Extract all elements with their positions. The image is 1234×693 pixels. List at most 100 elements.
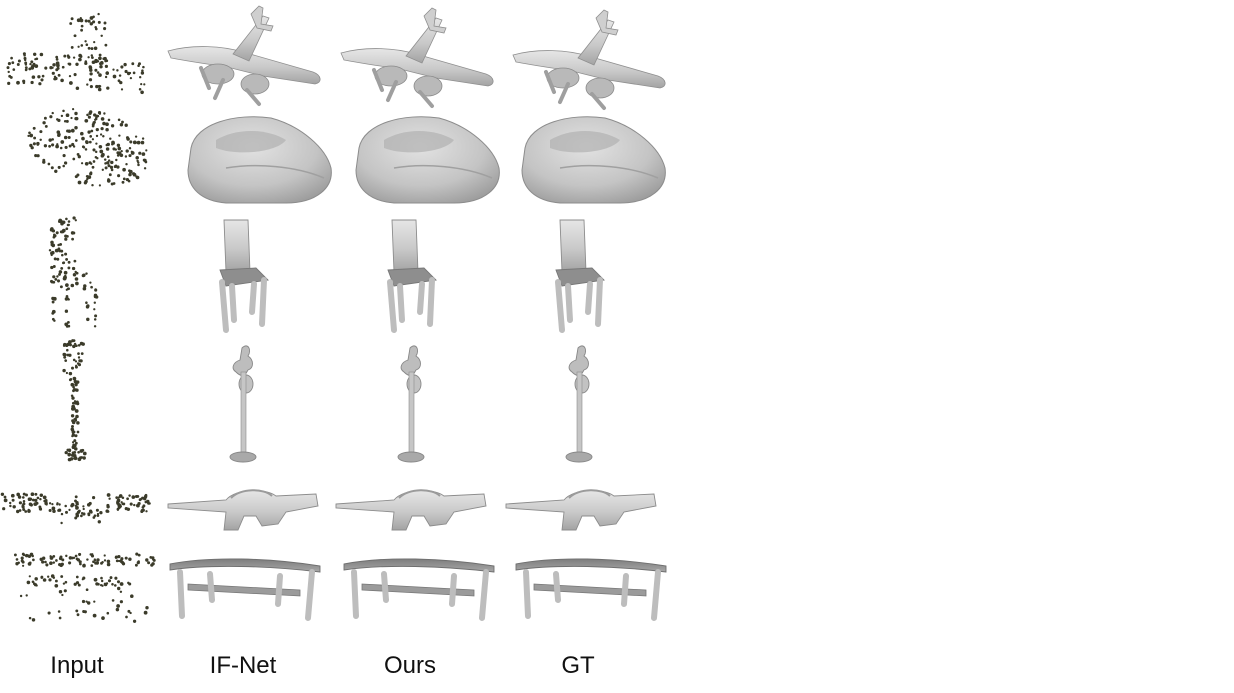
- point: [70, 504, 74, 508]
- point: [94, 68, 98, 72]
- point: [55, 55, 59, 59]
- point: [24, 510, 28, 513]
- ours-lamp: [397, 345, 425, 463]
- point: [49, 561, 53, 565]
- point: [115, 158, 118, 162]
- point: [77, 45, 80, 48]
- point: [59, 555, 63, 559]
- point: [47, 162, 51, 166]
- point: [64, 359, 68, 362]
- point: [125, 163, 128, 166]
- point: [103, 27, 107, 31]
- point: [48, 508, 52, 513]
- point: [106, 505, 110, 509]
- point: [125, 149, 129, 153]
- point: [68, 561, 72, 565]
- point: [7, 70, 10, 74]
- point: [103, 112, 106, 115]
- point: [103, 158, 107, 161]
- point: [27, 554, 32, 558]
- point: [66, 348, 69, 352]
- point: [71, 425, 74, 428]
- point: [50, 227, 54, 231]
- point: [151, 558, 155, 561]
- point: [62, 368, 66, 373]
- point: [67, 448, 72, 452]
- point: [137, 501, 141, 506]
- point: [16, 509, 20, 514]
- point: [28, 616, 32, 620]
- point: [84, 40, 87, 43]
- point: [44, 124, 48, 128]
- point: [96, 114, 100, 118]
- point: [26, 580, 31, 585]
- point: [74, 382, 78, 387]
- point: [118, 134, 121, 137]
- point: [70, 128, 75, 133]
- point: [105, 122, 109, 127]
- point: [120, 88, 124, 91]
- point: [120, 560, 123, 564]
- point: [50, 243, 54, 247]
- point: [119, 123, 124, 127]
- point: [76, 18, 81, 23]
- point: [94, 561, 98, 565]
- point: [66, 54, 70, 58]
- point: [89, 22, 94, 26]
- point: [81, 578, 84, 581]
- point: [92, 121, 96, 125]
- point: [105, 147, 110, 151]
- point: [60, 140, 65, 144]
- point: [95, 127, 99, 132]
- point: [145, 149, 148, 152]
- point: [62, 582, 66, 585]
- point: [137, 553, 141, 557]
- point: [89, 171, 93, 175]
- point: [34, 498, 38, 502]
- point: [82, 286, 87, 291]
- point: [63, 270, 68, 275]
- point: [116, 143, 121, 147]
- point: [110, 168, 114, 172]
- point: [116, 508, 120, 511]
- point: [49, 556, 54, 560]
- ours-airplane: [339, 6, 496, 108]
- point: [58, 270, 63, 274]
- point: [124, 506, 128, 511]
- point: [54, 248, 59, 253]
- point: [93, 293, 98, 298]
- point: [75, 62, 79, 66]
- point: [111, 599, 115, 602]
- point: [48, 249, 52, 252]
- point: [64, 504, 67, 508]
- point: [76, 152, 80, 156]
- point: [130, 594, 134, 598]
- point: [22, 81, 26, 85]
- point: [65, 371, 69, 375]
- point: [16, 492, 21, 497]
- point: [10, 493, 15, 498]
- point: [68, 340, 72, 344]
- point: [85, 600, 88, 603]
- point: [48, 144, 51, 148]
- point: [57, 118, 61, 123]
- point: [65, 295, 69, 298]
- point: [74, 126, 78, 130]
- point: [113, 584, 117, 587]
- point: [37, 75, 41, 79]
- point: [23, 58, 27, 62]
- point: [64, 252, 68, 256]
- point: [98, 53, 102, 57]
- point: [86, 113, 89, 117]
- point: [101, 616, 105, 620]
- point: [126, 497, 129, 501]
- point: [131, 62, 135, 66]
- point: [65, 554, 68, 558]
- point: [39, 138, 42, 142]
- point: [44, 66, 48, 70]
- point: [56, 66, 60, 70]
- point: [69, 81, 73, 85]
- point: [67, 62, 70, 65]
- point: [7, 62, 11, 66]
- point: [78, 57, 82, 62]
